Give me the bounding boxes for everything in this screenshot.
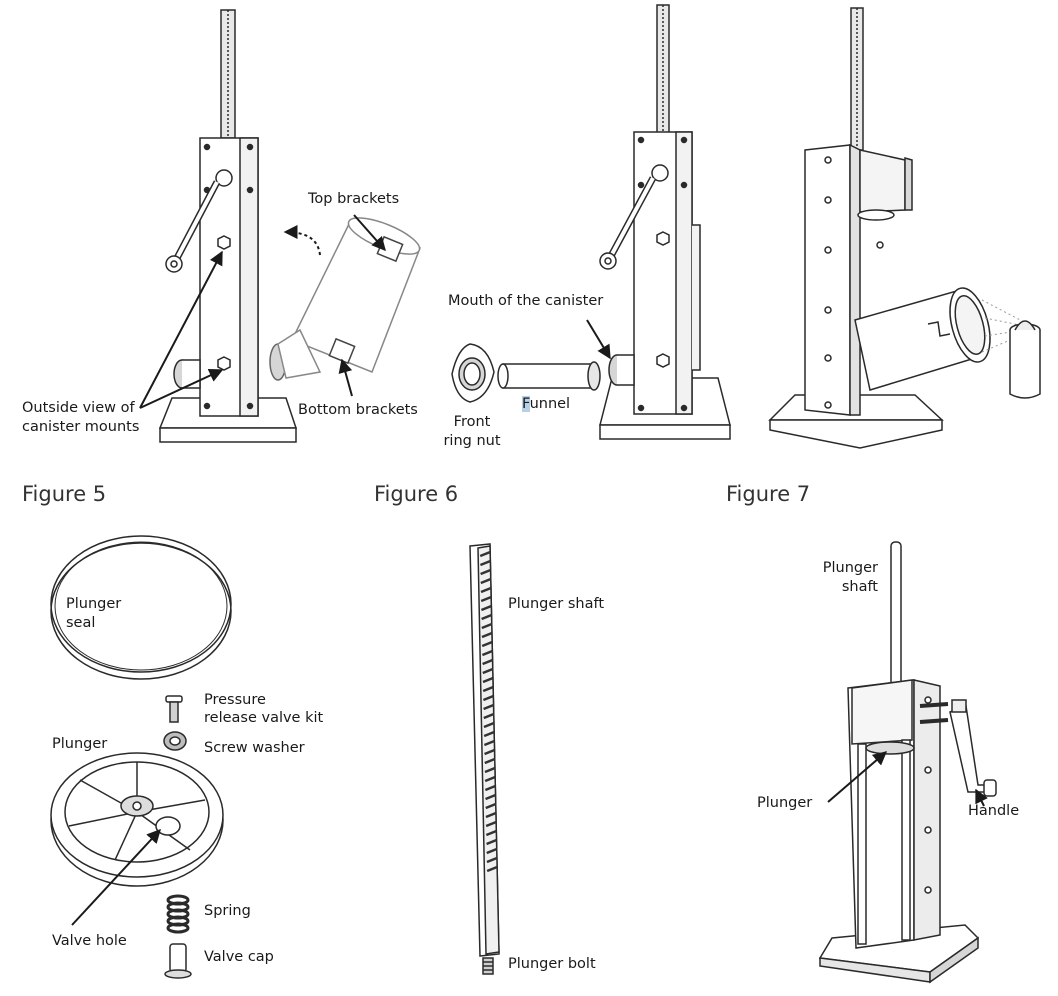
rack-tooth: [484, 748, 496, 756]
rack-tooth: [481, 613, 493, 621]
rack-tooth: [481, 631, 493, 639]
figure5-canister: [269, 217, 421, 381]
rack-tooth: [480, 568, 492, 576]
assembled-arrows: [827, 751, 988, 807]
rack-tooth: [480, 604, 492, 612]
label-bottom-brackets: Bottom brackets: [298, 402, 418, 418]
rack-tooth: [484, 757, 496, 765]
label-funnel-rest: unnel: [529, 396, 571, 412]
rack-tooth: [483, 703, 495, 711]
rack-tooth: [483, 712, 495, 720]
rack-tooth: [480, 595, 492, 603]
rack-tooth: [485, 811, 497, 819]
figure7-stuffer: [768, 7, 944, 449]
label-outside-view-line1: Outside view of: [22, 400, 135, 416]
rack-tooth: [482, 676, 494, 684]
rack-tooth: [481, 649, 493, 657]
rack-tooth: [486, 838, 498, 846]
rack-tooth: [482, 685, 494, 693]
figure6-funnel: [497, 361, 601, 391]
label-outside-view-line2: canister mounts: [22, 419, 140, 435]
rack-tooth: [479, 559, 491, 567]
rack-tooth: [484, 784, 496, 792]
rack-tooth: [483, 730, 495, 738]
label-plunger-shaft-assembled-line2: shaft: [841, 579, 878, 595]
figure7-caption: Figure 7: [726, 482, 811, 506]
label-screw-washer: Screw washer: [204, 740, 305, 756]
rack-tooth: [481, 622, 493, 630]
mouth-arrow: [586, 319, 611, 360]
rack-tooth: [484, 775, 496, 783]
label-front-ring-nut-line2: ring nut: [443, 433, 501, 449]
rack-tooth: [485, 820, 497, 828]
rack-tooth: [481, 640, 493, 648]
rack-tooth: [482, 694, 494, 702]
rack-tooth: [485, 802, 497, 810]
figure7-flashlight: [1009, 320, 1041, 399]
rack-tooth: [486, 865, 498, 873]
figure6-ring-nut: [451, 343, 495, 403]
label-plunger-seal-line1: Plunger: [66, 596, 122, 612]
rack-tooth: [480, 577, 492, 585]
rack-tooth: [479, 550, 491, 558]
rack-tooth: [485, 829, 497, 837]
label-valve-cap: Valve cap: [204, 949, 274, 965]
label-plunger-assembled: Plunger: [757, 795, 813, 811]
label-pressure-valve-line2: release valve kit: [204, 710, 324, 726]
plunger-part-arrows: [71, 828, 161, 926]
label-top-brackets: Top brackets: [308, 191, 400, 207]
rack-tooth: [482, 658, 494, 666]
rack-tooth: [480, 586, 492, 594]
rack-tooth: [483, 739, 495, 747]
label-funnel-selection: F: [522, 396, 530, 412]
label-plunger: Plunger: [52, 736, 108, 752]
rack-tooth: [486, 847, 498, 855]
label-handle: Handle: [968, 803, 1020, 819]
label-pressure-valve-line1: Pressure: [204, 692, 266, 708]
rack-tooth: [484, 766, 496, 774]
assembled-stuffer-drawing: [818, 541, 997, 984]
pressure-valve-drawing: [165, 695, 183, 723]
figure7-light-rays: [981, 299, 1025, 353]
label-front-ring-nut-line1: Front: [453, 414, 491, 430]
figure6-caption: Figure 6: [374, 482, 459, 506]
label-valve-hole: Valve hole: [52, 933, 127, 949]
figure7-canister: [854, 287, 991, 391]
valve-cap-drawing: [164, 943, 192, 979]
figure6-stuffer: [599, 4, 731, 440]
label-mouth-of-canister: Mouth of the canister: [448, 293, 604, 309]
plunger-seal-drawing: [50, 535, 232, 680]
label-spring: Spring: [204, 903, 251, 919]
figure5-arrows: [139, 214, 386, 409]
screw-washer-drawing: [163, 731, 187, 751]
rack-tooth: [486, 856, 498, 864]
label-plunger-bolt: Plunger bolt: [508, 956, 596, 972]
plunger-shaft-drawing: [469, 543, 500, 975]
rack-tooth: [485, 793, 497, 801]
label-funnel: Funnel: [522, 395, 570, 414]
spring-drawing: [166, 894, 190, 934]
label-plunger-seal-line2: seal: [66, 615, 96, 631]
label-plunger-shaft: Plunger shaft: [508, 596, 605, 612]
label-plunger-shaft-assembled-line1: Plunger: [822, 560, 878, 576]
figure5-caption: Figure 5: [22, 482, 107, 506]
plunger-disc-drawing: [50, 752, 224, 887]
rack-tooth: [483, 721, 495, 729]
rack-tooth: [482, 667, 494, 675]
